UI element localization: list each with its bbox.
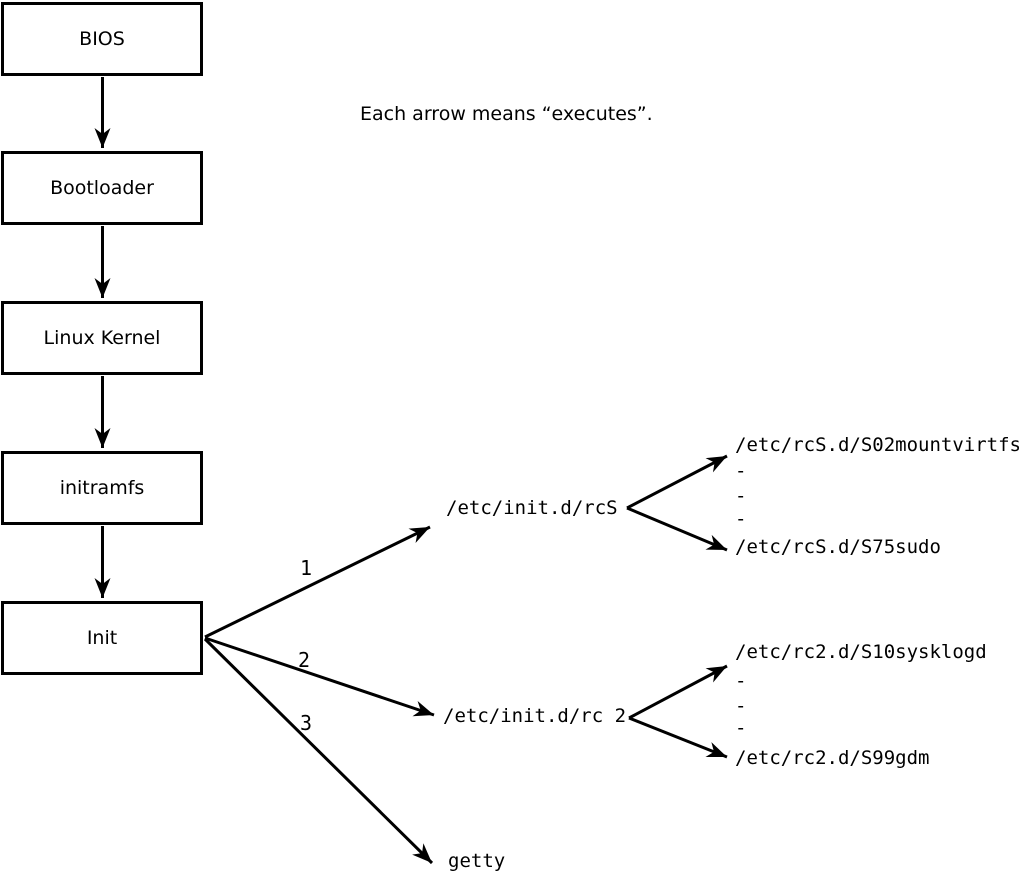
label-rcs-d-s75sudo: /etc/rcS.d/S75sudo (735, 536, 941, 558)
arrow-rcs-to-s75sudo (626, 506, 728, 552)
label-rcs-ellipsis-dash: - (735, 485, 747, 507)
label-rc2-ellipsis-dash: - (735, 695, 747, 717)
arrow-rc2-to-s10sysklogd (628, 664, 728, 720)
flow-box-init-label: Init (86, 627, 118, 649)
label-rc2-ellipsis-dash: - (735, 670, 747, 692)
flow-box-bootloader-label: Bootloader (50, 177, 154, 199)
flow-box-bootloader: Bootloader (1, 151, 203, 225)
note-arrow-meaning: Each arrow means “executes”. (360, 103, 653, 125)
branch-number-3: 3 (299, 711, 313, 735)
label-rcs-ellipsis-dash: - (735, 508, 747, 530)
arrow-init-to-rc2 (204, 636, 435, 717)
label-rc2-d-s10sysklogd: /etc/rc2.d/S10sysklogd (735, 641, 987, 663)
arrow-rc2-to-s99gdm (628, 716, 728, 759)
arrow-init-to-getty (203, 637, 434, 865)
label-getty: getty (448, 850, 506, 872)
branch-number-1: 1 (299, 556, 313, 580)
flow-box-linux-kernel: Linux Kernel (1, 301, 203, 375)
label-etc-init-d-rc2: /etc/init.d/rc 2 (443, 705, 627, 727)
flow-box-linux-kernel-label: Linux Kernel (43, 327, 161, 349)
label-rcs-d-s02mountvirtfs: /etc/rcS.d/S02mountvirtfs (735, 434, 1021, 456)
branch-number-2: 2 (297, 648, 311, 672)
flow-box-init: Init (1, 601, 203, 675)
arrow-init-to-rcs (204, 525, 431, 639)
label-rcs-ellipsis-dash: - (735, 460, 747, 482)
flow-box-bios: BIOS (1, 2, 203, 76)
flow-box-initramfs-label: initramfs (59, 477, 145, 499)
flow-box-bios-label: BIOS (79, 28, 125, 50)
label-rc2-ellipsis-dash: - (735, 717, 747, 739)
label-rc2-d-s99gdm: /etc/rc2.d/S99gdm (735, 747, 930, 769)
label-etc-init-d-rcs: /etc/init.d/rcS (446, 497, 618, 519)
flow-box-initramfs: initramfs (1, 451, 203, 525)
arrow-rcs-to-s02mountvirtfs (626, 454, 728, 510)
